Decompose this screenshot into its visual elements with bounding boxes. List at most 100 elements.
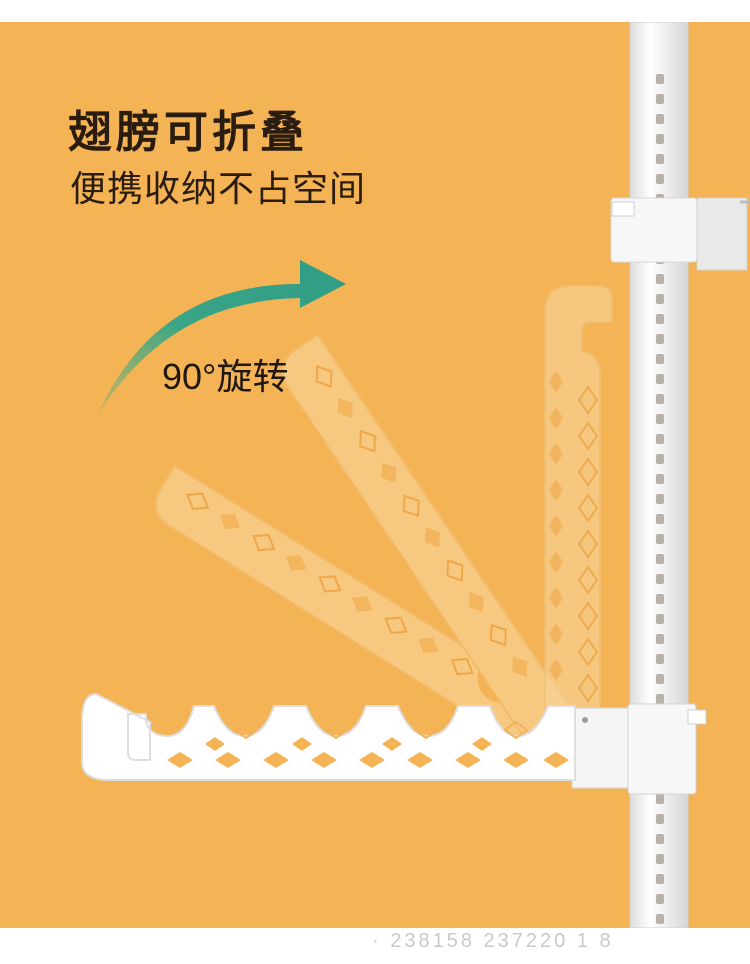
pole-hole [656,694,664,704]
arm-hole [167,752,193,768]
rotate-label: 90°旋转 [162,356,289,397]
arm-hole [503,752,529,768]
top-bracket [610,197,750,271]
arm-hole [577,457,599,487]
arm-hole [543,752,569,768]
arm-hole [381,462,397,483]
pole-hole [656,154,664,164]
faded-arm-notch [434,605,458,639]
arm-hole [455,752,481,768]
pole-hole [656,354,664,364]
arm-hole [549,551,563,573]
arm-hole [337,398,353,418]
arm-hole [549,443,563,465]
pole-hole [656,614,664,624]
pole-hole [656,494,664,504]
arm-hole [351,596,373,612]
faded-arm [154,464,557,751]
arm-hole [413,720,439,740]
pole-hole [656,134,664,144]
arm-hole [318,575,342,593]
arm-hole [549,587,563,609]
arm-hole [577,385,599,415]
pole-hole [656,174,664,184]
pole-hole [656,654,664,664]
faded-arm-notch [392,665,427,688]
arm-hole [418,637,439,654]
arm-hole [425,527,440,548]
pole-hole [656,554,664,564]
pole-hole [656,634,664,644]
arm-hole [577,493,599,523]
product-illustration [81,22,750,928]
faded-arm-notch [347,476,371,510]
pole-hole [656,914,664,924]
pole-hole [656,114,664,124]
faded-arm [281,333,570,738]
pole-hole [656,854,664,864]
faded-arm-body [281,333,570,738]
folding-arm [81,692,576,781]
arm-hole [215,752,241,768]
pole-hole [656,74,664,84]
pole-hole [656,874,664,884]
arm-hole [450,657,474,676]
headline: 翅膀可折叠 [68,107,308,158]
arm-hole [263,752,289,768]
upper-arm [544,285,613,713]
bottom-strip-text: · 238158 237220 1 8 [372,930,614,952]
pole-hole [656,794,664,804]
arm-hole [233,720,259,740]
arm-hole [311,752,337,768]
arm-hole [186,492,210,510]
pole-hole [656,894,664,904]
rotation-trail [154,333,570,751]
arm-hole [512,656,528,677]
pole-hole [656,334,664,344]
pole-hole [656,414,664,424]
arm-hole [323,720,349,740]
pole-hole [656,834,664,844]
arm-hole [359,752,385,768]
pole-hole [656,314,664,324]
arm-hole [402,494,420,518]
pole-hole [656,474,664,484]
arm-hole [577,565,599,595]
pole-hole [656,594,664,604]
arm-hole [577,529,599,559]
arm-hole [503,720,529,740]
arm-hole [468,592,484,612]
arm-hole [359,429,377,453]
pole-hole [656,94,664,104]
arm-hole [446,559,464,582]
arm-hole [549,659,563,681]
faded-arm-notch [193,541,228,564]
pole-hole [656,514,664,524]
arm-hole [549,623,563,645]
arm-hole [549,479,563,501]
arm-hole [549,407,563,429]
arm-hole [252,533,276,552]
arm-hole [577,421,599,451]
pole-hole [656,674,664,684]
pole-hole [656,434,664,444]
pole-hole [656,294,664,304]
arm-hole [577,637,599,667]
arm-hole [219,513,241,530]
pole-hole [656,574,664,584]
faded-arm-notch [326,623,361,647]
faded-arm-notch [259,582,294,605]
arm-hole [577,601,599,631]
pole-hole [656,394,664,404]
arm-hole [382,737,402,751]
pole-hole [656,374,664,384]
pole-hole [656,454,664,464]
arm-hole [292,737,312,751]
faded-arm-notch [303,411,327,445]
rotation-arrow-icon [98,260,346,414]
pole-hole [656,274,664,284]
arm-hole [577,673,599,703]
orange-banner: 翅膀可折叠 便携收纳不占空间 90°旋转 [0,22,750,928]
faded-arm-notch [477,670,502,704]
